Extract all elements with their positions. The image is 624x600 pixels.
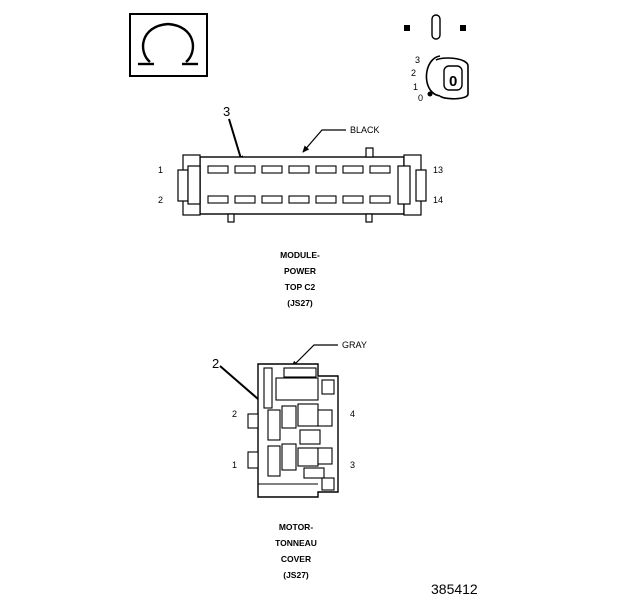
pin-cavities-row-1 [207,165,391,174]
key-position-label: 0 [418,93,423,103]
connector-caption: MOTOR- TONNEAU COVER (JS27) [275,522,317,580]
figure-number: 385412 [431,581,478,597]
connector-bottom: 2 GRAY 2 4 1 3 MOTOR- TONN [212,340,367,580]
pin-label: 1 [158,165,163,175]
pin-cavities-row-2 [207,195,391,204]
callout-number: 2 [212,356,219,371]
wire-color-label: GRAY [342,340,367,350]
key-position-label: 1 [413,82,418,92]
omega-icon-box [129,13,208,77]
caption-line: TOP C2 [285,282,316,292]
caption-line: TONNEAU [275,538,317,548]
caption-line: MOTOR- [279,522,313,532]
caption-line: MODULE- [280,250,320,260]
omega-icon [141,22,195,63]
pin-label: 14 [433,195,443,205]
key-position-label: 2 [411,68,416,78]
pin-label: 4 [350,409,355,419]
wire-color-label: BLACK [350,125,380,135]
caption-line: (JS27) [287,298,313,308]
pin-label: 1 [232,460,237,470]
caption-line: (JS27) [283,570,309,580]
caption-line: POWER [284,266,316,276]
callout-number: 3 [223,104,230,119]
pin-label: 3 [350,460,355,470]
pin-label: 2 [158,195,163,205]
key-switch-icon: 3 2 1 0 0 [404,14,469,103]
connector-caption: MODULE- POWER TOP C2 (JS27) [280,250,320,308]
pin-label: 2 [232,409,237,419]
connector-top: 3 BLACK [158,104,443,308]
key-position-label: 3 [415,55,420,65]
pin-label: 13 [433,165,443,175]
caption-line: COVER [281,554,311,564]
key-letter: 0 [449,73,457,90]
